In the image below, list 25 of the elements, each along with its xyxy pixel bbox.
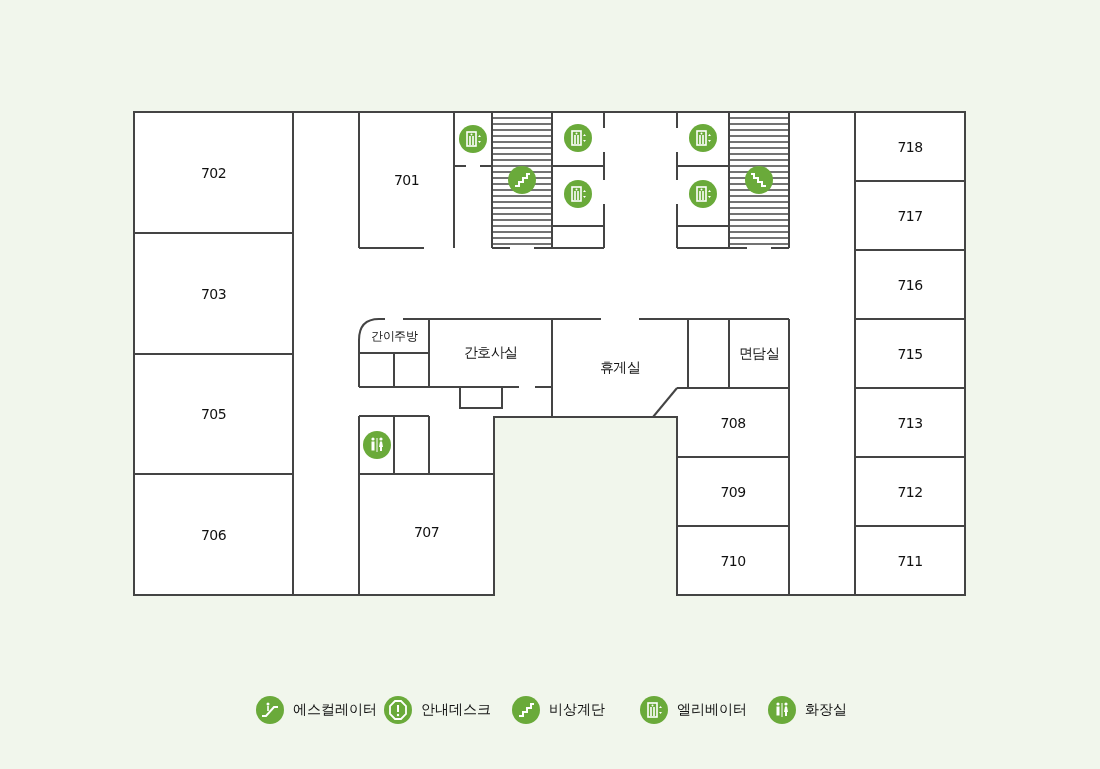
legend-label: 화장실 — [805, 701, 847, 719]
room: 휴게실 — [552, 319, 688, 417]
room: 715 — [855, 319, 965, 388]
room: 711 — [855, 526, 965, 595]
room: 면담실 — [729, 319, 789, 388]
room: 간호사실 — [429, 319, 552, 387]
room: 간이주방 — [359, 319, 429, 353]
room: 707 — [359, 474, 494, 590]
room: 702 — [134, 112, 293, 233]
legend-label: 비상계단 — [549, 701, 605, 719]
legend-label: 엘리베이터 — [677, 701, 747, 719]
room: 712 — [855, 457, 965, 526]
legend-label: 안내데스크 — [421, 701, 491, 719]
room: 706 — [134, 474, 293, 595]
room: 718 — [855, 112, 965, 181]
room: 716 — [855, 250, 965, 319]
room: 717 — [855, 181, 965, 250]
room: 708 — [677, 388, 789, 457]
room: 709 — [677, 457, 789, 526]
room: 701 — [359, 112, 454, 248]
room: 710 — [677, 526, 789, 595]
room: 703 — [134, 233, 293, 354]
room: 713 — [855, 388, 965, 457]
room: 705 — [134, 354, 293, 474]
legend-label: 에스컬레이터 — [293, 701, 377, 719]
